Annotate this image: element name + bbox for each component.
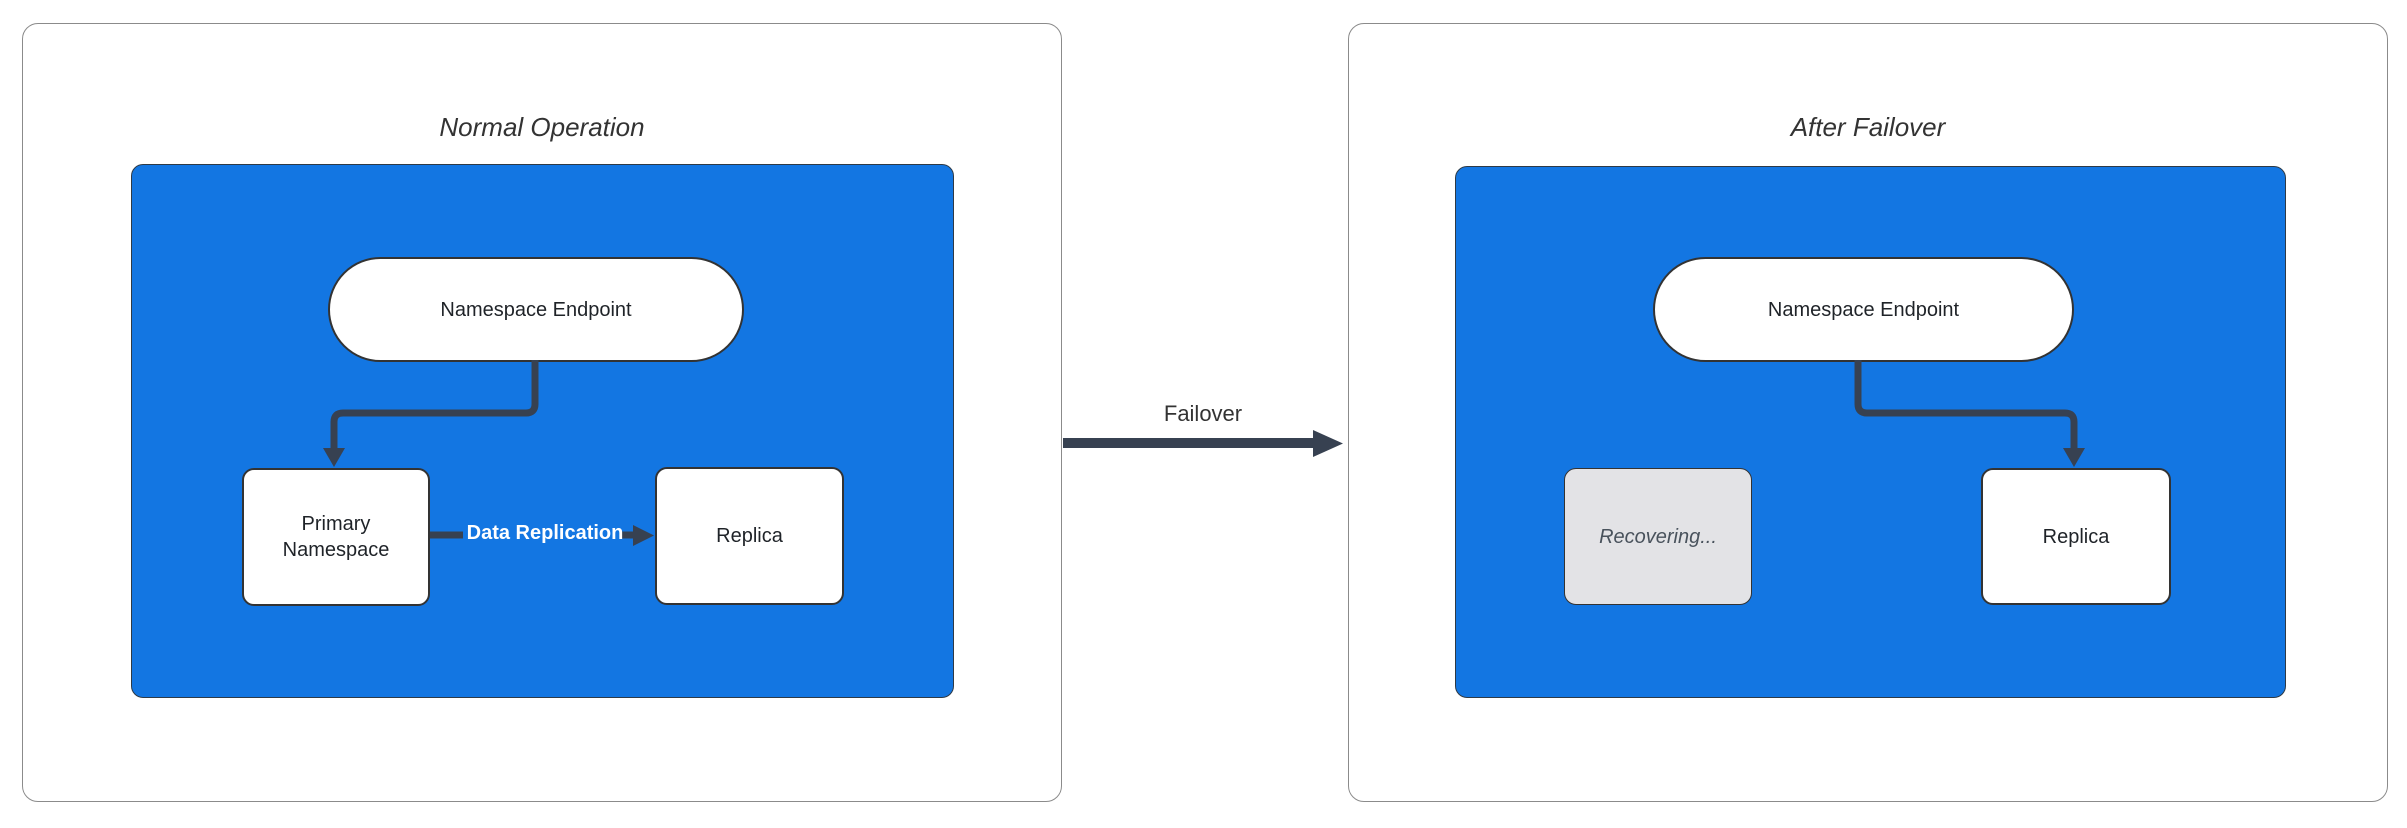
normal-replica-node: Replica [655,467,844,605]
normal-operation-panel: Normal Operation Namespace Endpoint Prim… [22,23,1062,802]
failover-transition-arrowhead [1313,430,1343,457]
after-failover-panel: After Failover Namespace Endpoint Recove… [1348,23,2388,802]
failover-namespace-endpoint-node: Namespace Endpoint [1653,257,2074,362]
recovering-label: Recovering... [1599,525,1717,548]
failover-namespace-container: Namespace Endpoint Recovering... Replica [1455,166,2286,698]
normal-namespace-endpoint-node: Namespace Endpoint [328,257,744,362]
normal-operation-title: Normal Operation [439,112,645,142]
failover-replica-node: Replica [1981,468,2171,605]
failover-arrow-label: Failover [1163,401,1243,426]
primary-namespace-label: Primary Namespace [282,513,390,561]
recovering-node: Recovering... [1564,468,1752,605]
normal-namespace-endpoint-label: Namespace Endpoint [440,298,632,321]
normal-replica-label: Replica [716,525,783,547]
primary-namespace-node: Primary Namespace [242,468,430,606]
after-failover-title: After Failover [1790,112,1946,142]
normal-namespace-container: Namespace Endpoint Primary Namespace Rep… [131,164,954,698]
data-replication-edge-label: Data Replication [466,522,624,544]
failover-replica-label: Replica [2042,525,2110,548]
failover-namespace-endpoint-label: Namespace Endpoint [1767,298,1960,321]
